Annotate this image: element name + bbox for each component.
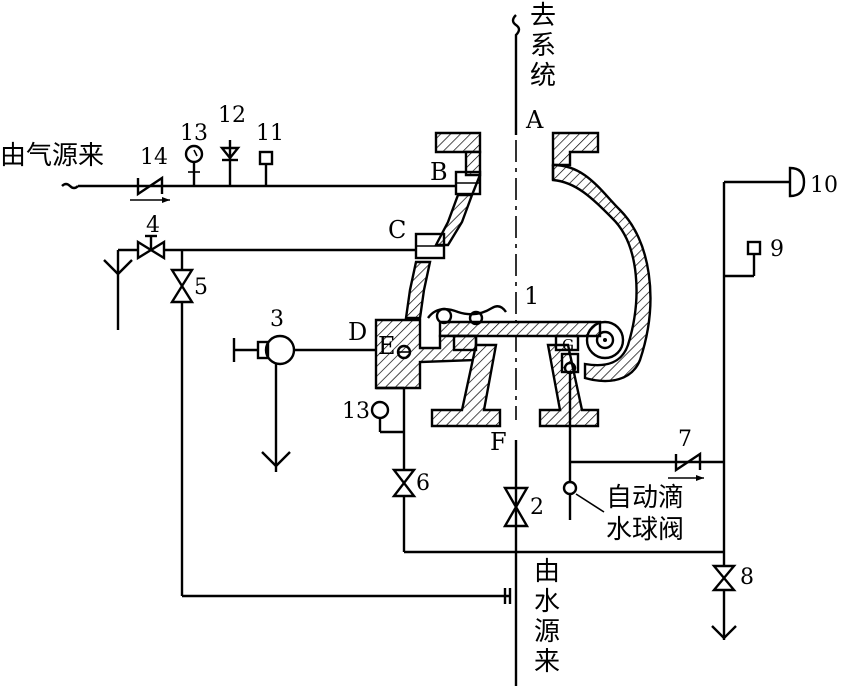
air-supply-line: [61, 140, 456, 203]
priming-line: [103, 234, 512, 604]
component-3-label: 3: [270, 307, 284, 332]
accelerator-3: [232, 334, 376, 472]
point-d-label: D: [348, 318, 367, 346]
component-6-label: 6: [416, 471, 430, 496]
component-11-label: 11: [256, 121, 284, 146]
component-9-label: 9: [770, 237, 784, 262]
outlet-label-char-2: 系: [530, 31, 556, 61]
clapper: [427, 305, 625, 360]
outlet-label-char-1: 去: [530, 1, 556, 31]
drip-valve-label-2: 水球阀: [606, 515, 684, 545]
component-7-label: 7: [678, 427, 692, 452]
point-g-label: G: [562, 336, 574, 354]
drip-valve-label-1: 自动滴: [606, 483, 684, 513]
outlet-label-char-3: 统: [530, 61, 556, 91]
component-4-label: 4: [146, 213, 160, 238]
port-b: [454, 170, 482, 196]
water-source-char-1: 由: [534, 557, 560, 587]
air-source-label: 由气源来: [0, 141, 104, 171]
component-8-label: 8: [740, 565, 754, 590]
water-source-char-2: 水: [534, 587, 560, 617]
point-b-label: B: [430, 158, 448, 186]
text-labels: 去 系 统 由气源来 由 水 源 来 自动滴 水球阀 A B C D E F G…: [0, 1, 838, 677]
main-riser: [511, 14, 521, 686]
valve-body: [374, 131, 652, 428]
component-12-label: 12: [218, 103, 246, 128]
port-e-check: [396, 344, 412, 360]
point-a-label: A: [525, 106, 544, 134]
component-2-label: 2: [530, 495, 544, 520]
main-valve-2: [502, 486, 530, 528]
drain-line-6: [370, 386, 724, 554]
component-5-label: 5: [194, 275, 208, 300]
water-source-char-4: 来: [534, 647, 560, 677]
component-13-label-top: 13: [180, 121, 208, 146]
point-f-label: F: [490, 428, 507, 456]
right-lines: [562, 166, 806, 640]
point-c-label: C: [388, 216, 406, 244]
water-source-char-3: 源: [534, 617, 560, 647]
component-13-label-lower: 13: [342, 399, 370, 424]
point-e-label: E: [378, 332, 396, 360]
port-c: [414, 232, 446, 260]
component-14-label: 14: [140, 145, 168, 170]
clapper-number: 1: [524, 282, 539, 310]
component-10-label: 10: [810, 173, 838, 198]
